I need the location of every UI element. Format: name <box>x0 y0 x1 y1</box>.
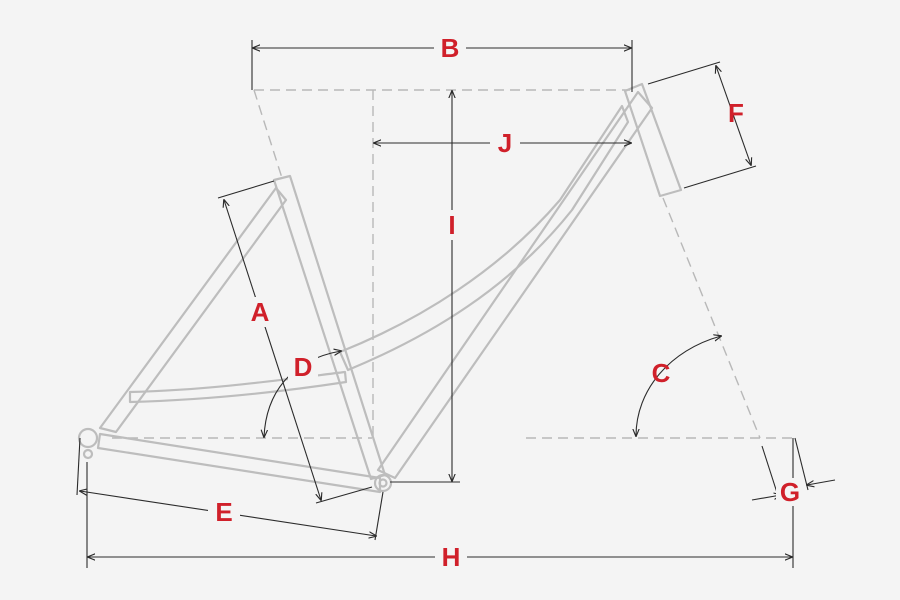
bottom-bracket <box>373 473 393 493</box>
rear-dropout <box>77 427 99 449</box>
dim-c-arc <box>636 336 721 436</box>
label-j: J <box>498 128 512 158</box>
dim-e-ext-left <box>76 437 81 496</box>
label-i: I <box>448 210 455 240</box>
down-tube <box>376 90 654 480</box>
top-tube <box>338 104 630 372</box>
bike-frame <box>77 82 683 494</box>
seat-tube <box>272 174 387 481</box>
ref-headtube-axis <box>662 197 761 439</box>
dim-f-line <box>716 66 751 165</box>
rear-dropout-inner <box>82 448 94 460</box>
bottom-bracket-inner <box>378 478 388 488</box>
dim-f-ext-top <box>647 61 721 85</box>
label-d: D <box>294 352 313 382</box>
dim-f-ext-bottom <box>683 165 757 189</box>
label-g: G <box>780 477 800 507</box>
label-a: A <box>251 297 270 327</box>
head-tube <box>623 82 683 198</box>
label-f: F <box>728 98 744 128</box>
chain-stays <box>96 432 382 494</box>
dim-d-arc <box>264 351 341 437</box>
label-c: C <box>652 358 671 388</box>
ref-seat-axis <box>253 89 283 179</box>
dimension-labels: B J I F A D C E G H <box>208 33 804 572</box>
label-h: H <box>442 542 461 572</box>
label-b: B <box>441 33 460 63</box>
dim-a-ext-top <box>217 180 275 199</box>
label-e: E <box>215 497 232 527</box>
dim-a-ext-bottom <box>315 486 373 504</box>
dim-g-arrow-right <box>807 479 836 485</box>
stay-bridge <box>128 370 348 404</box>
dim-e-ext-right <box>374 491 384 541</box>
